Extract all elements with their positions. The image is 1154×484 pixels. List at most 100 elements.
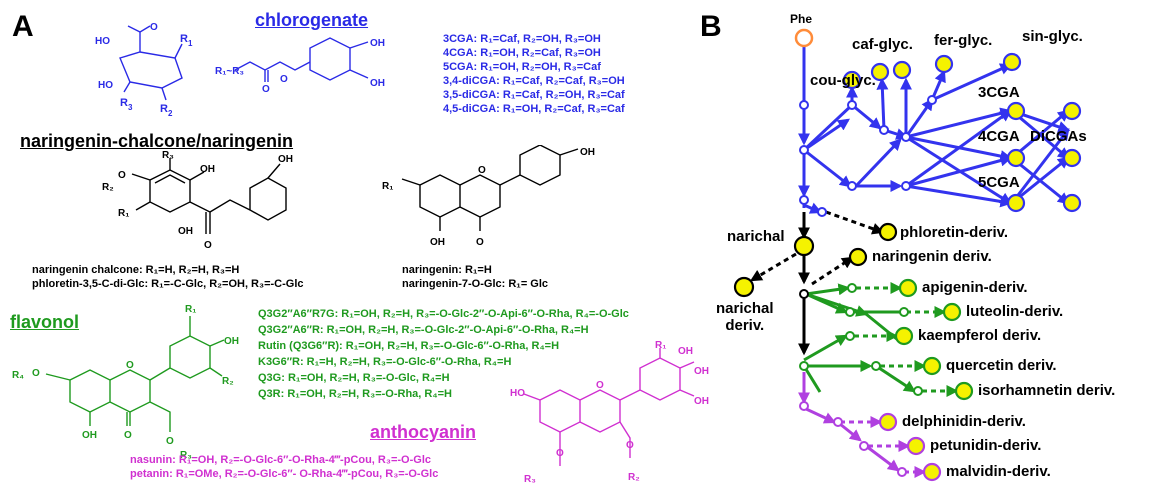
svg-text:OH: OH — [278, 154, 293, 165]
rule-line: Rutin (Q3G6″R): R₁=OH, R₂=H, R₃=-O-Glc-6… — [258, 340, 560, 352]
svg-text:R: R — [180, 33, 188, 45]
rule-line: nasunin: R₁=OH, R₂=-O-Glc-6″-O-Rha-4‴-pC… — [130, 454, 431, 466]
naringenin-structure: R₁ O OH OH O — [382, 145, 595, 248]
naringenin-heading: naringenin-chalcone/naringenin — [20, 131, 294, 151]
svg-text:O: O — [32, 368, 40, 379]
svg-text:R: R — [120, 97, 128, 109]
label-3cga: 3CGA — [978, 84, 1020, 101]
label-fer-glyc: fer-glyc. — [934, 32, 993, 49]
phe-node — [794, 28, 814, 48]
naringenin-rules: naringenin: R₁=H naringenin-7-O-Glc: R₁=… — [402, 263, 548, 291]
svg-text:O: O — [262, 84, 270, 95]
svg-text:HO: HO — [510, 388, 525, 399]
svg-text:O: O — [476, 237, 484, 248]
label-luteolin-deriv: luteolin-deriv. — [966, 303, 1064, 320]
rule-line: phloretin-3,5-C-di-Glc: R₁=-C-Glc, R₂=OH… — [32, 278, 304, 290]
svg-text:OH: OH — [694, 396, 709, 407]
label-narichal-deriv: narichal deriv. — [716, 300, 774, 334]
rule-line: 3,5-diCGA: R₁=Caf, R₂=OH, R₃=Caf — [443, 89, 625, 101]
chlorogenate-heading: chlorogenate — [255, 10, 369, 30]
svg-text:R₁: R₁ — [118, 208, 129, 219]
svg-text:OH: OH — [82, 430, 97, 441]
svg-text:R₁: R₁ — [185, 304, 196, 315]
svg-text:OH: OH — [430, 237, 445, 248]
panel-a-label: A — [12, 10, 34, 43]
label-phloretin-deriv: phloretin-deriv. — [900, 224, 1009, 241]
rule-line: Q3R: R₁=OH, R₂=H, R₃=-O-Rha, R₄=H — [258, 388, 452, 400]
svg-text:O: O — [204, 240, 212, 251]
rule-line: 5CGA: R₁=OH, R₂=OH, R₃=Caf — [443, 61, 601, 73]
anthocyanin-rules: nasunin: R₁=OH, R₂=-O-Glc-6″-O-Rha-4‴-pC… — [130, 453, 438, 481]
label-4cga: 4CGA — [978, 128, 1020, 145]
flavonol-rules: Q3G2″A6″R7G: R₁=OH, R₂=H, R₃=-O-Glc-2″-O… — [258, 306, 629, 402]
rule-line: Q3G2″A6″R: R₁=OH, R₂=H, R₃=-O-Glc-2″-O-A… — [258, 324, 589, 336]
svg-text:3: 3 — [128, 103, 133, 112]
svg-text:O: O — [118, 170, 126, 181]
svg-text:2: 2 — [168, 109, 173, 118]
label-dicgas: DiCGAs — [1030, 128, 1087, 145]
svg-text:OH: OH — [580, 147, 595, 158]
label-narichal-deriv-line1: narichal — [716, 300, 774, 317]
label-petunidin-deriv: petunidin-deriv. — [930, 437, 1042, 454]
naringenin-chalcone-rules: naringenin chalcone: R₁=H, R₂=H, R₃=H ph… — [32, 263, 304, 291]
label-narichal-deriv-line2: deriv. — [725, 317, 765, 334]
svg-text:O: O — [126, 360, 134, 371]
svg-text:R₁: R₁ — [655, 340, 666, 351]
svg-text:O: O — [166, 436, 174, 447]
label-narichal: narichal — [727, 228, 785, 245]
rule-line: petanin: R₁=OMe, R₂=-O-Glc-6″- O-Rha-4‴-… — [130, 468, 439, 480]
label-cou-glyc: cou-glyc. — [810, 72, 876, 89]
svg-text:R₃: R₃ — [180, 450, 192, 460]
svg-text:OH: OH — [178, 226, 193, 237]
svg-text:O: O — [556, 448, 564, 459]
svg-text:1: 1 — [188, 39, 193, 48]
rule-line: K3G6″R: R₁=H, R₂=H, R₃=-O-Glc-6″-O-Rha, … — [258, 356, 512, 368]
svg-text:OH: OH — [370, 38, 385, 49]
svg-text:HO: HO — [95, 36, 110, 47]
panel-b-label: B — [700, 10, 722, 43]
svg-text:O: O — [150, 22, 158, 33]
flavonol-structure: R₁ OH R₄ O O R₂ OH O O R₃ — [12, 304, 239, 460]
rule-line: 3,4-diCGA: R₁=Caf, R₂=Caf, R₃=OH — [443, 75, 625, 87]
svg-text:O: O — [626, 440, 634, 451]
rule-line: Q3G2″A6″R7G: R₁=OH, R₂=H, R₃=-O-Glc-2″-O… — [258, 308, 629, 320]
rule-line: Q3G: R₁=OH, R₂=H, R₃=-O-Glc, R₄=H — [258, 372, 450, 384]
label-naringenin-deriv: naringenin deriv. — [872, 248, 992, 265]
pathway-network — [733, 28, 1082, 482]
chlorogenate-structure: HO O R 1 HO R 3 R 2 R₁~R₃ O O OH OH — [95, 22, 385, 118]
label-caf-glyc: caf-glyc. — [852, 36, 913, 53]
anthocyanin-heading: anthocyanin — [370, 422, 477, 442]
rule-line: 4,5-diCGA: R₁=OH, R₂=Caf, R₃=Caf — [443, 103, 625, 115]
chlorogenate-rules: 3CGA: R₁=Caf, R₂=OH, R₃=OH 4CGA: R₁=OH, … — [443, 32, 625, 116]
rule-line: 4CGA: R₁=OH, R₂=Caf, R₃=OH — [443, 47, 601, 59]
naringenin-chalcone-structure: R₃ O R₂ OH OH R₁ OH O — [102, 150, 293, 251]
svg-text:R₁: R₁ — [382, 181, 393, 192]
label-phe: Phe — [790, 12, 813, 26]
label-apigenin-deriv: apigenin-deriv. — [922, 279, 1028, 296]
svg-text:R₄: R₄ — [12, 370, 24, 381]
anthocyanin-structure: R₁ OH OH HO O OH O O R₃ R₂ — [510, 340, 709, 484]
svg-text:HO: HO — [98, 80, 113, 91]
label-sin-glyc: sin-glyc. — [1022, 28, 1083, 45]
svg-text:R₂: R₂ — [222, 376, 234, 387]
svg-text:R₃: R₃ — [162, 150, 174, 161]
svg-text:OH: OH — [678, 346, 693, 357]
label-isorhamnetin-deriv: isorhamnetin deriv. — [978, 382, 1116, 399]
svg-text:R₂: R₂ — [628, 472, 640, 483]
svg-text:O: O — [478, 165, 486, 176]
rule-line: naringenin-7-O-Glc: R₁= Glc — [402, 278, 549, 290]
svg-text:R₂: R₂ — [102, 182, 114, 193]
label-delphinidin-deriv: delphinidin-deriv. — [902, 413, 1026, 430]
label-malvidin-deriv: malvidin-deriv. — [946, 463, 1051, 480]
label-5cga: 5CGA — [978, 174, 1020, 191]
svg-text:OH: OH — [694, 366, 709, 377]
svg-text:O: O — [124, 430, 132, 441]
svg-text:O: O — [596, 380, 604, 391]
rule-line: 3CGA: R₁=Caf, R₂=OH, R₃=OH — [443, 33, 601, 45]
svg-text:R₃: R₃ — [524, 474, 536, 484]
svg-text:R: R — [160, 103, 168, 115]
svg-text:OH: OH — [370, 78, 385, 89]
svg-text:R₁~R₃: R₁~R₃ — [215, 66, 244, 77]
svg-text:OH: OH — [200, 164, 215, 175]
flavonol-heading: flavonol — [10, 312, 80, 332]
